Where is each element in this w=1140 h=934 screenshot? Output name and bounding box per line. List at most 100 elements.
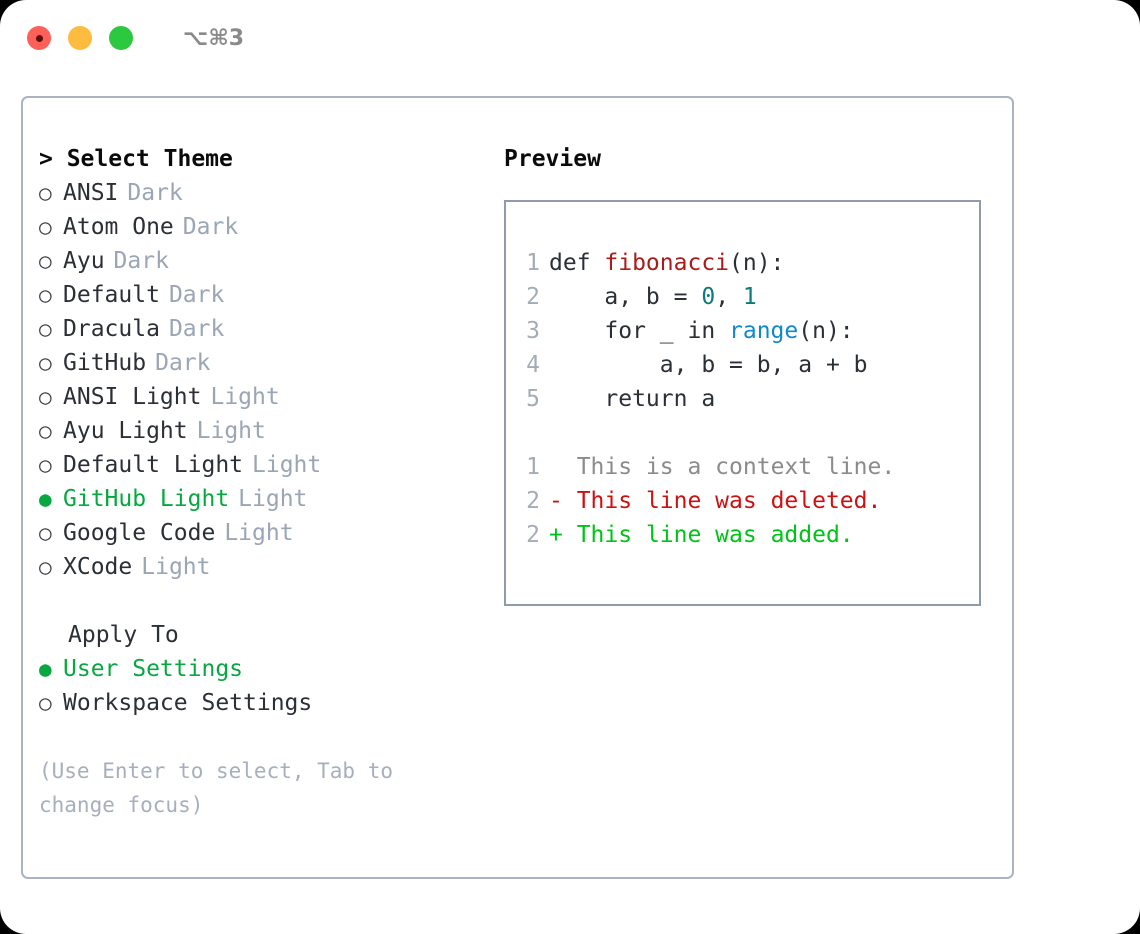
theme-option-label: ANSI Light xyxy=(63,384,202,410)
keyboard-shortcut-label: ⌥⌘3 xyxy=(183,25,245,51)
code-line-content: for _ in range(n): xyxy=(549,314,853,348)
radio-unselected-icon: ○ xyxy=(39,249,52,273)
line-number: 1 xyxy=(526,250,540,276)
radio-unselected-icon: ○ xyxy=(39,385,52,409)
line-number: 1 xyxy=(526,454,540,480)
select-theme-header: > Select Theme xyxy=(39,146,233,172)
diff-marker: + xyxy=(549,522,577,548)
maximize-button[interactable] xyxy=(109,26,133,50)
radio-selected-icon: ● xyxy=(39,657,52,681)
line-number: 5 xyxy=(526,386,540,412)
theme-option-default[interactable]: ○ Default Dark xyxy=(39,278,504,312)
diff-line-deleted: 2- This line was deleted. xyxy=(506,484,979,518)
theme-option-label: XCode xyxy=(63,554,133,580)
keyboard-hint-text: (Use Enter to select, Tab to change focu… xyxy=(39,759,406,817)
code-line: 4 a, b = b, a + b xyxy=(506,348,979,382)
diff-marker xyxy=(549,450,577,484)
theme-option-label: Dracula xyxy=(63,316,160,342)
theme-variant-badge: Dark xyxy=(155,350,211,376)
theme-option-github-light[interactable]: ● GitHub Light Light xyxy=(39,482,504,516)
line-number: 2 xyxy=(526,488,540,514)
line-number: 2 xyxy=(526,284,540,310)
theme-variant-badge: Dark xyxy=(127,180,183,206)
code-line-content: a, b = b, a + b xyxy=(549,348,868,382)
theme-variant-badge: Dark xyxy=(182,214,239,240)
code-token-builtin: range xyxy=(729,318,799,344)
theme-option-xcode[interactable]: ○ XCode Light xyxy=(39,550,504,584)
apply-to-option-workspace-settings[interactable]: ○Workspace Settings xyxy=(39,686,504,720)
apply-to-option-user-settings[interactable]: ● User Settings xyxy=(39,652,504,686)
minimize-button[interactable] xyxy=(68,26,92,50)
radio-unselected-icon: ○ xyxy=(39,555,52,579)
theme-option-label: ANSI xyxy=(63,180,119,206)
radio-unselected-icon: ○ xyxy=(39,283,52,307)
apply-to-list: ● User Settings ○Workspace Settings xyxy=(39,652,504,720)
code-token-plain: , xyxy=(715,284,743,310)
theme-variant-badge: Light xyxy=(252,452,322,478)
theme-option-label: Google Code xyxy=(63,520,216,546)
theme-option-label: Default Light xyxy=(63,452,244,478)
code-line-content: return a xyxy=(549,382,715,416)
diff-line-text: This line was deleted. xyxy=(576,488,882,514)
theme-variant-badge: Light xyxy=(238,486,308,512)
theme-option-label: GitHub Light xyxy=(63,486,230,512)
theme-option-ansi-light[interactable]: ○ ANSI Light Light xyxy=(39,380,504,414)
radio-unselected-icon: ○ xyxy=(39,317,52,341)
code-line: 1 def fibonacci(n): xyxy=(506,246,979,280)
theme-option-label: Atom One xyxy=(63,214,174,240)
code-token-plain: return a xyxy=(549,386,716,412)
theme-variant-badge: Light xyxy=(141,554,211,580)
radio-unselected-icon: ○ xyxy=(39,453,52,477)
code-token-plain: a, b = xyxy=(549,284,702,310)
code-token-plain: def xyxy=(549,250,605,276)
code-diff-gap xyxy=(506,416,979,450)
radio-selected-icon: ● xyxy=(39,487,52,511)
code-token-plain: for _ in xyxy=(549,318,730,344)
record-dot-icon xyxy=(35,34,43,42)
code-token-num: 0 xyxy=(701,284,716,310)
theme-variant-badge: Light xyxy=(224,520,294,546)
preview-title: Preview xyxy=(504,146,601,172)
line-number: 3 xyxy=(526,318,540,344)
theme-option-label: Default xyxy=(63,282,160,308)
code-line: 3 for _ in range(n): xyxy=(506,314,979,348)
apply-to-header: Apply To xyxy=(68,622,179,648)
code-token-plain: (n): xyxy=(729,250,785,276)
radio-unselected-icon: ○ xyxy=(39,351,52,375)
theme-variant-badge: Light xyxy=(210,384,280,410)
radio-unselected-icon: ○ xyxy=(39,419,52,443)
theme-option-github[interactable]: ○ GitHub Dark xyxy=(39,346,504,380)
close-button[interactable] xyxy=(27,26,51,50)
code-line: 5 return a xyxy=(506,382,979,416)
apply-to-option-label: User Settings xyxy=(63,656,244,682)
code-token-plain: a, b = b, a + b xyxy=(549,352,868,378)
theme-option-label: GitHub xyxy=(63,350,147,376)
theme-variant-badge: Light xyxy=(196,418,266,444)
code-token-num: 1 xyxy=(742,284,757,310)
theme-option-label: Ayu Light xyxy=(63,418,188,444)
code-line: 2 a, b = 0, 1 xyxy=(506,280,979,314)
theme-variant-badge: Dark xyxy=(168,282,225,308)
diff-sample: 1 This is a context line.2- This line wa… xyxy=(506,450,979,552)
theme-option-default-light[interactable]: ○ Default Light Light xyxy=(39,448,504,482)
title-bar: ⌥⌘3 xyxy=(0,0,1140,76)
code-line-content: def fibonacci(n): xyxy=(549,246,784,280)
code-token-fn: fibonacci xyxy=(604,250,730,276)
theme-option-google-code[interactable]: ○ Google Code Light xyxy=(39,516,504,550)
radio-unselected-icon: ○ xyxy=(39,691,52,715)
theme-option-ayu-light[interactable]: ○ Ayu Light Light xyxy=(39,414,504,448)
theme-option-label: Ayu xyxy=(63,248,105,274)
radio-unselected-icon: ○ xyxy=(39,521,52,545)
diff-marker: - xyxy=(549,488,577,514)
window-controls xyxy=(27,26,133,50)
diff-line-added: 2+ This line was added. xyxy=(506,518,979,552)
